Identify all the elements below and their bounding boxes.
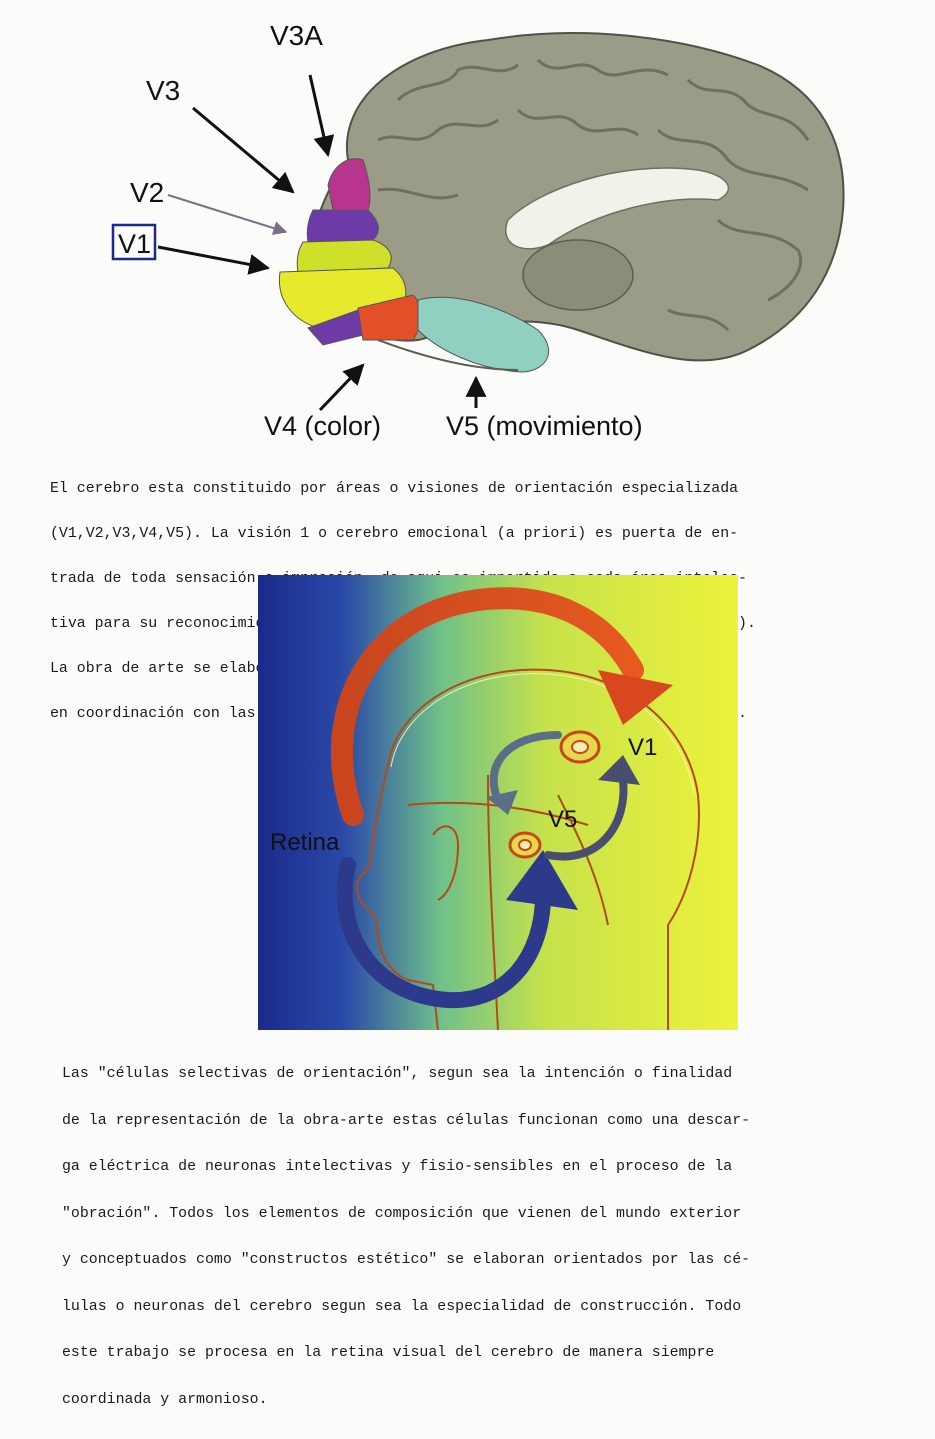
label-v2: V2: [130, 177, 164, 208]
paragraph-line: El cerebro esta constituido por áreas o …: [50, 482, 756, 497]
label-v3: V3: [146, 75, 180, 106]
label-v4: V4 (color): [264, 411, 381, 441]
label-v1: V1: [118, 229, 151, 259]
paragraph-line: lulas o neuronas del cerebro segun sea l…: [62, 1300, 750, 1316]
area-v3a: [328, 159, 370, 210]
label-v5: V5 (movimiento): [446, 411, 643, 441]
paragraph-line: Las "células selectivas de orientación",…: [62, 1067, 750, 1083]
brain-areas-figure: V3A V3 V2 V1 V4 (color) V5 (movimiento): [18, 10, 918, 444]
paragraph-line: "obración". Todos los elementos de compo…: [62, 1207, 750, 1223]
paragraph-line: coordinada y armonioso.: [62, 1393, 750, 1409]
paragraph-line: este trabajo se procesa en la retina vis…: [62, 1346, 750, 1362]
label-v5: V5: [548, 806, 577, 833]
paragraph-line: (V1,V2,V3,V4,V5). La visión 1 o cerebro …: [50, 527, 756, 542]
label-v3a: V3A: [270, 20, 323, 51]
visual-pathway-figure: V1 V5 Retina: [258, 575, 738, 1030]
label-v1: V1: [628, 734, 657, 761]
area-v2: [297, 240, 391, 272]
area-v3: [307, 210, 378, 242]
paragraph-line: de la representación de la obra-arte est…: [62, 1114, 750, 1130]
paragraph-line: y conceptuados como "constructos estétic…: [62, 1253, 750, 1269]
paragraph-line: ga eléctrica de neuronas intelectivas y …: [62, 1160, 750, 1176]
paragraph-selective-cells: Las "células selectivas de orientación",…: [62, 1036, 750, 1439]
document-page: V3A V3 V2 V1 V4 (color) V5 (movimiento) …: [0, 0, 935, 1187]
label-retina: Retina: [270, 829, 340, 856]
